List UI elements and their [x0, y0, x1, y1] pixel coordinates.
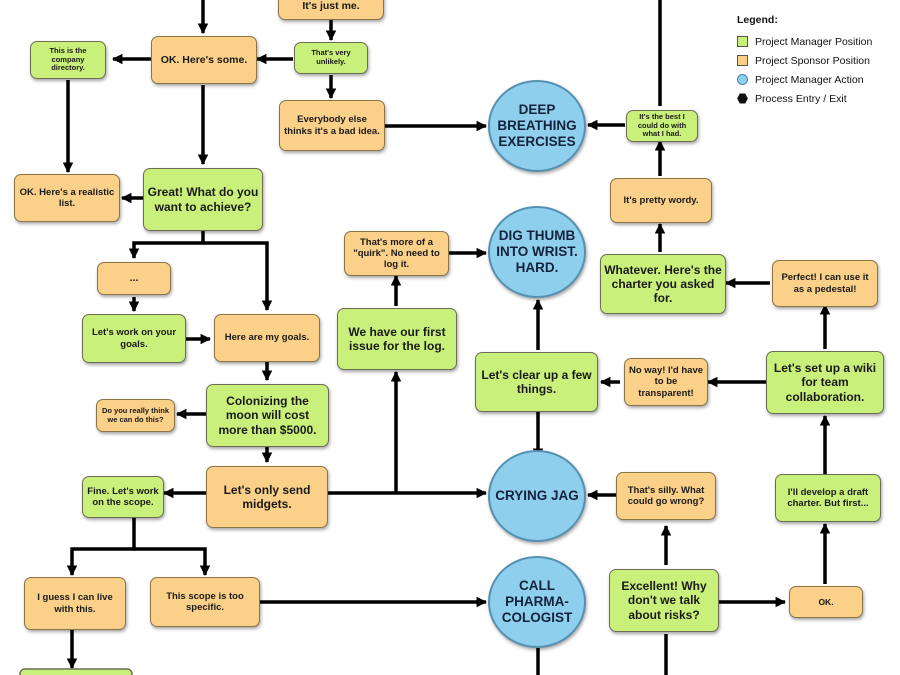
node-thats-silly: That's silly. What could go wrong?: [616, 472, 716, 520]
connector: [128, 231, 205, 260]
node-excellent-risks: Excellent! Why don't we talk about risks…: [609, 569, 719, 632]
node-pretty-wordy: It's pretty wordy.: [610, 178, 712, 223]
legend-swatch-square: [737, 36, 748, 47]
node-too-specific: This scope is too specific.: [150, 577, 260, 627]
legend-item: Project Sponsor Position: [737, 51, 897, 70]
legend: Legend: Project Manager Position Project…: [737, 14, 897, 108]
node-dig-thumb: DIG THUMB INTO WRIST. HARD.: [488, 206, 586, 298]
node-no-way: No way! I'd have to be transparent!: [624, 358, 708, 406]
node-call-pharma: CALL PHARMA- COLOGIST: [488, 556, 586, 648]
node-wiki: Let's set up a wiki for team collaborati…: [766, 351, 884, 414]
node-draft-charter: I'll develop a draft charter. But first.…: [775, 474, 881, 522]
legend-label: Process Entry / Exit: [755, 92, 847, 105]
legend-item: Project Manager Action: [737, 70, 897, 89]
legend-title: Legend:: [737, 14, 778, 26]
legend-swatch-circle: [737, 74, 748, 85]
node-very-unlikely: That's very unlikely.: [294, 42, 368, 74]
node-everybody-else: Everybody else thinks it's a bad idea.: [279, 100, 385, 151]
node-whatever-charter: Whatever. Here's the charter you asked f…: [600, 254, 726, 314]
node-work-on-goals: Let's work on your goals.: [82, 314, 186, 363]
node-really-think: Do you really think we can do this?: [96, 399, 175, 432]
node-clear-up: Let's clear up a few things.: [475, 352, 598, 412]
hexagon-icon: [737, 93, 748, 104]
node-ok-small: OK.: [789, 586, 863, 618]
node-crying-jag: CRYING JAG: [488, 450, 586, 542]
node-more-of-a-quirk: That's more of a "quirk". No need to log…: [344, 231, 449, 276]
node-ellipsis: ...: [97, 262, 171, 295]
node-its-just-me: It's just me.: [278, 0, 384, 20]
connector: [203, 241, 273, 312]
connector: [66, 518, 136, 577]
legend-swatch-square: [737, 55, 748, 66]
node-first-issue: We have our first issue for the log.: [337, 308, 457, 370]
legend-label: Project Manager Position: [755, 35, 873, 48]
legend-item: Process Entry / Exit: [737, 89, 897, 108]
partial-node-bottom: [19, 668, 133, 675]
node-company-directory: This is the company directory.: [30, 41, 106, 79]
node-ok-heres-some: OK. Here's some.: [151, 36, 257, 84]
node-only-midgets: Let's only send midgets.: [206, 466, 328, 528]
node-here-are-goals: Here are my goals.: [214, 314, 320, 362]
legend-label: Project Manager Action: [755, 73, 864, 86]
legend-item: Project Manager Position: [737, 32, 897, 51]
connector: [134, 547, 211, 577]
node-colonizing: Colonizing the moon will cost more than …: [206, 384, 329, 447]
node-fine-scope: Fine. Let's work on the scope.: [82, 476, 164, 518]
node-realistic-list: OK. Here's a realistic list.: [14, 174, 120, 222]
node-perfect-pedestal: Perfect! I can use it as a pedestal!: [772, 260, 878, 307]
node-i-guess: I guess I can live with this.: [24, 577, 126, 630]
node-deep-breathing: DEEP BREATHING EXERCISES: [488, 80, 586, 172]
node-great-achieve: Great! What do you want to achieve?: [143, 168, 263, 231]
node-best-i-could: It's the best I could do with what I had…: [626, 110, 698, 142]
legend-label: Project Sponsor Position: [755, 54, 870, 67]
